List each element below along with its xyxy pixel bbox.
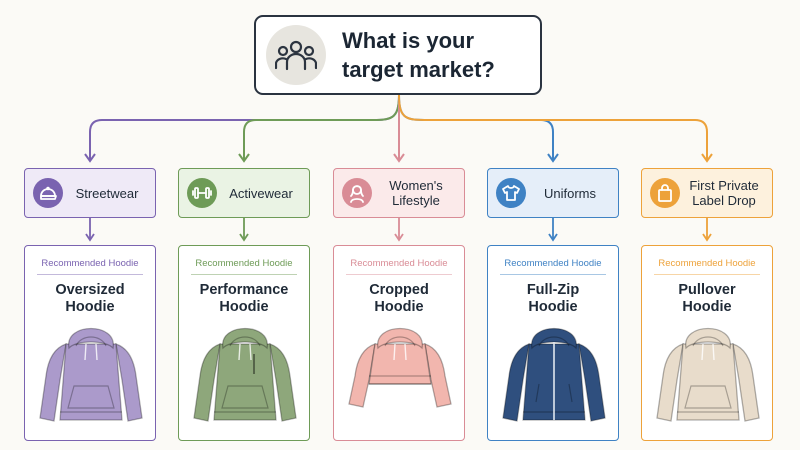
hoodie-name-line: Hoodie xyxy=(682,299,732,315)
segment-label-line: First Private xyxy=(689,178,759,193)
segment-uniforms[interactable]: Uniforms xyxy=(487,168,619,218)
arrowhead-card-activewear xyxy=(239,233,249,242)
segment-label-line: Streetwear xyxy=(75,185,139,201)
hoodie-name-line: Hoodie xyxy=(219,299,269,315)
segment-activewear[interactable]: Activewear xyxy=(178,168,310,218)
arrowhead-streetwear xyxy=(84,153,96,163)
segment-label-line: Label Drop xyxy=(692,193,756,208)
segment-label: Streetwear xyxy=(63,186,155,201)
arrowhead-first-private-label-drop xyxy=(701,153,713,163)
shopping-bag-icon xyxy=(650,178,680,208)
hoodie-name-line: Cropped xyxy=(369,282,429,298)
hoodie-name-line: Oversized xyxy=(55,282,125,298)
arrowhead-card-uniforms xyxy=(548,233,558,242)
woman-icon xyxy=(342,178,372,208)
segment-label-line: Lifestyle xyxy=(392,193,440,208)
card-divider xyxy=(654,274,760,275)
recommended-tag: Recommended Hoodie xyxy=(41,258,139,269)
recommended-tag: Recommended Hoodie xyxy=(504,258,602,269)
segment-label-line: Women's xyxy=(389,178,443,193)
recommended-tag: Recommended Hoodie xyxy=(195,258,293,269)
question-box: What is your target market? xyxy=(254,15,542,95)
arrowhead-card-first-private-label-drop xyxy=(702,233,712,242)
cap-icon xyxy=(33,178,63,208)
recommended-tag: Recommended Hoodie xyxy=(350,258,448,269)
segment-label-line: Uniforms xyxy=(543,185,596,201)
segment-streetwear[interactable]: Streetwear xyxy=(24,168,156,218)
connector-first-private-label-drop xyxy=(398,94,708,160)
arrowhead-uniforms xyxy=(547,153,559,163)
card-divider xyxy=(191,274,297,275)
card-divider xyxy=(346,274,452,275)
hoodie-name-line: Hoodie xyxy=(374,299,424,315)
people-group-icon xyxy=(266,25,326,85)
card-divider xyxy=(500,274,606,275)
arrowhead-womens-lifestyle xyxy=(393,153,405,163)
segment-label-line: Activewear xyxy=(229,185,293,201)
question-line-1: What is your xyxy=(342,28,475,53)
hoodie-name-line: Hoodie xyxy=(65,299,115,315)
card-divider xyxy=(37,274,143,275)
hoodie-name-line: Full-Zip xyxy=(526,282,580,298)
connector-uniforms xyxy=(398,94,554,160)
arrowhead-card-womens-lifestyle xyxy=(394,233,404,242)
question-line-2: target market? xyxy=(342,57,495,82)
arrowhead-card-streetwear xyxy=(85,233,95,242)
question-title: What is your target market? xyxy=(342,26,532,84)
segment-label: Activewear xyxy=(217,186,309,201)
segment-label: Uniforms xyxy=(526,186,618,201)
hoodie-name-line: Performance xyxy=(199,282,289,298)
dumbbell-icon xyxy=(187,178,217,208)
hoodie-name-line: Pullover xyxy=(678,282,736,298)
arrowhead-activewear xyxy=(238,153,250,163)
recommended-tag: Recommended Hoodie xyxy=(658,258,756,269)
hoodie-name-line: Hoodie xyxy=(528,299,578,315)
connector-activewear xyxy=(243,94,400,160)
shirt-icon xyxy=(496,178,526,208)
